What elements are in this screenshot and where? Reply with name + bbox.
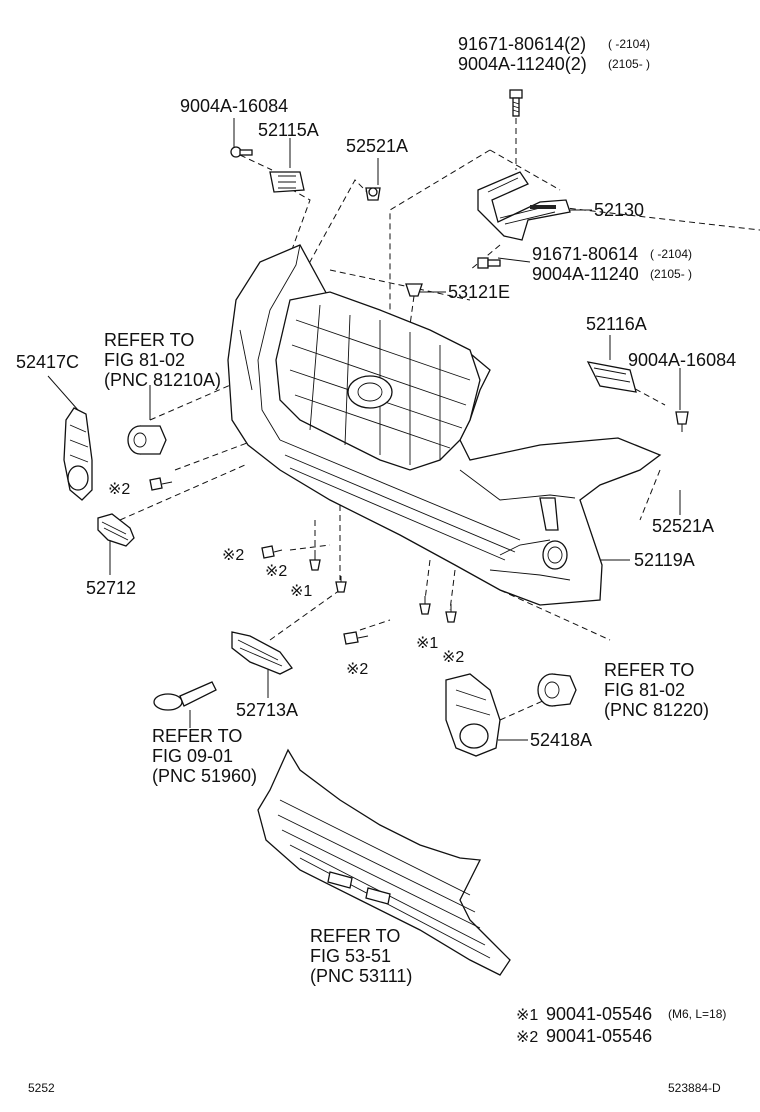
label-cover-left: 52712 (86, 578, 136, 598)
screw-right (675, 411, 689, 432)
label-refer-grille-2: FIG 53-51 (310, 946, 391, 966)
label-refer-right-1: REFER TO (604, 660, 694, 680)
bezel-right (445, 673, 501, 757)
label-refer-hook-3: (PNC 51960) (152, 766, 257, 786)
label-mark-2-a: ※2 (108, 481, 130, 498)
cover-center (231, 631, 293, 675)
legend-1-spec: (M6, L=18) (668, 1007, 726, 1021)
legend-2-mark: ※2 (516, 1029, 538, 1046)
label-refer-hook-1: REFER TO (152, 726, 242, 746)
label-bracket-left: 52115A (258, 120, 319, 140)
label-bolt-mid-2: 9004A-11240 (532, 264, 639, 284)
label-refer-left-1: REFER TO (104, 330, 194, 350)
labels: 91671-80614(2) ( -2104) 9004A-11240(2) (… (16, 34, 736, 1095)
label-refer-grille-3: (PNC 53111) (310, 966, 412, 986)
lower-grille (257, 748, 511, 976)
label-screw-left: 9004A-16084 (180, 96, 288, 116)
page-number-right: 523884-D (668, 1081, 721, 1095)
label-bumper: 52119A (634, 550, 695, 570)
label-refer-right-3: (PNC 81220) (604, 700, 709, 720)
label-refer-right-2: FIG 81-02 (604, 680, 685, 700)
fog-lamp-right (537, 673, 577, 707)
legend-1-mark: ※1 (516, 1007, 538, 1024)
bracket-center (477, 171, 571, 241)
label-refer-grille-1: REFER TO (310, 926, 400, 946)
label-refer-left-2: FIG 81-02 (104, 350, 185, 370)
clip-top (365, 187, 381, 201)
page-number-left: 5252 (28, 1081, 55, 1095)
label-bezel-left: 52417C (16, 352, 79, 372)
bolt-top (509, 89, 523, 117)
label-cover-center: 52713A (236, 700, 298, 720)
bolt-mid (477, 257, 501, 269)
bracket-left (269, 171, 305, 193)
label-bracket-right: 52116A (586, 314, 647, 334)
label-bolt-mid-1: 91671-80614 (532, 244, 638, 264)
label-clip-right: 52521A (652, 516, 714, 536)
label-mark-1-a: ※1 (290, 583, 312, 600)
label-mark-2-e: ※2 (346, 661, 368, 678)
label-bolt-top-1-range: ( -2104) (608, 37, 650, 51)
label-mark-2-c: ※2 (265, 563, 287, 580)
lower-slots (279, 439, 521, 561)
label-mark-2-d: ※2 (442, 649, 464, 666)
bracket-right (586, 361, 637, 393)
label-screw-right: 9004A-16084 (628, 350, 736, 370)
label-clip-center: 53121E (448, 282, 510, 302)
fog-lamp-left (127, 425, 167, 455)
label-bolt-top-2-range: (2105- ) (608, 57, 650, 71)
upper-grille (275, 291, 481, 471)
label-mark-1-b: ※1 (416, 635, 438, 652)
cover-left (97, 513, 135, 547)
label-bolt-mid-1-range: ( -2104) (650, 247, 692, 261)
label-bracket-center: 52130 (594, 200, 644, 220)
legend-1-part: 90041-05546 (546, 1004, 652, 1024)
assembly-lines (119, 118, 760, 721)
label-refer-left-3: (PNC 81210A) (104, 370, 221, 390)
legend-2-part: 90041-05546 (546, 1026, 652, 1046)
clip-center (405, 283, 423, 297)
bezel-left (63, 407, 93, 501)
label-refer-hook-2: FIG 09-01 (152, 746, 233, 766)
tow-hook (153, 681, 217, 711)
label-bolt-top-2: 9004A-11240(2) (458, 54, 587, 74)
label-bezel-right: 52418A (530, 730, 592, 750)
label-clip-top: 52521A (346, 136, 408, 156)
label-bolt-top-1: 91671-80614(2) (458, 34, 586, 54)
label-bolt-mid-2-range: (2105- ) (650, 267, 692, 281)
small-bolts (149, 477, 457, 645)
label-mark-2-b: ※2 (222, 547, 244, 564)
screw-left (230, 146, 253, 158)
